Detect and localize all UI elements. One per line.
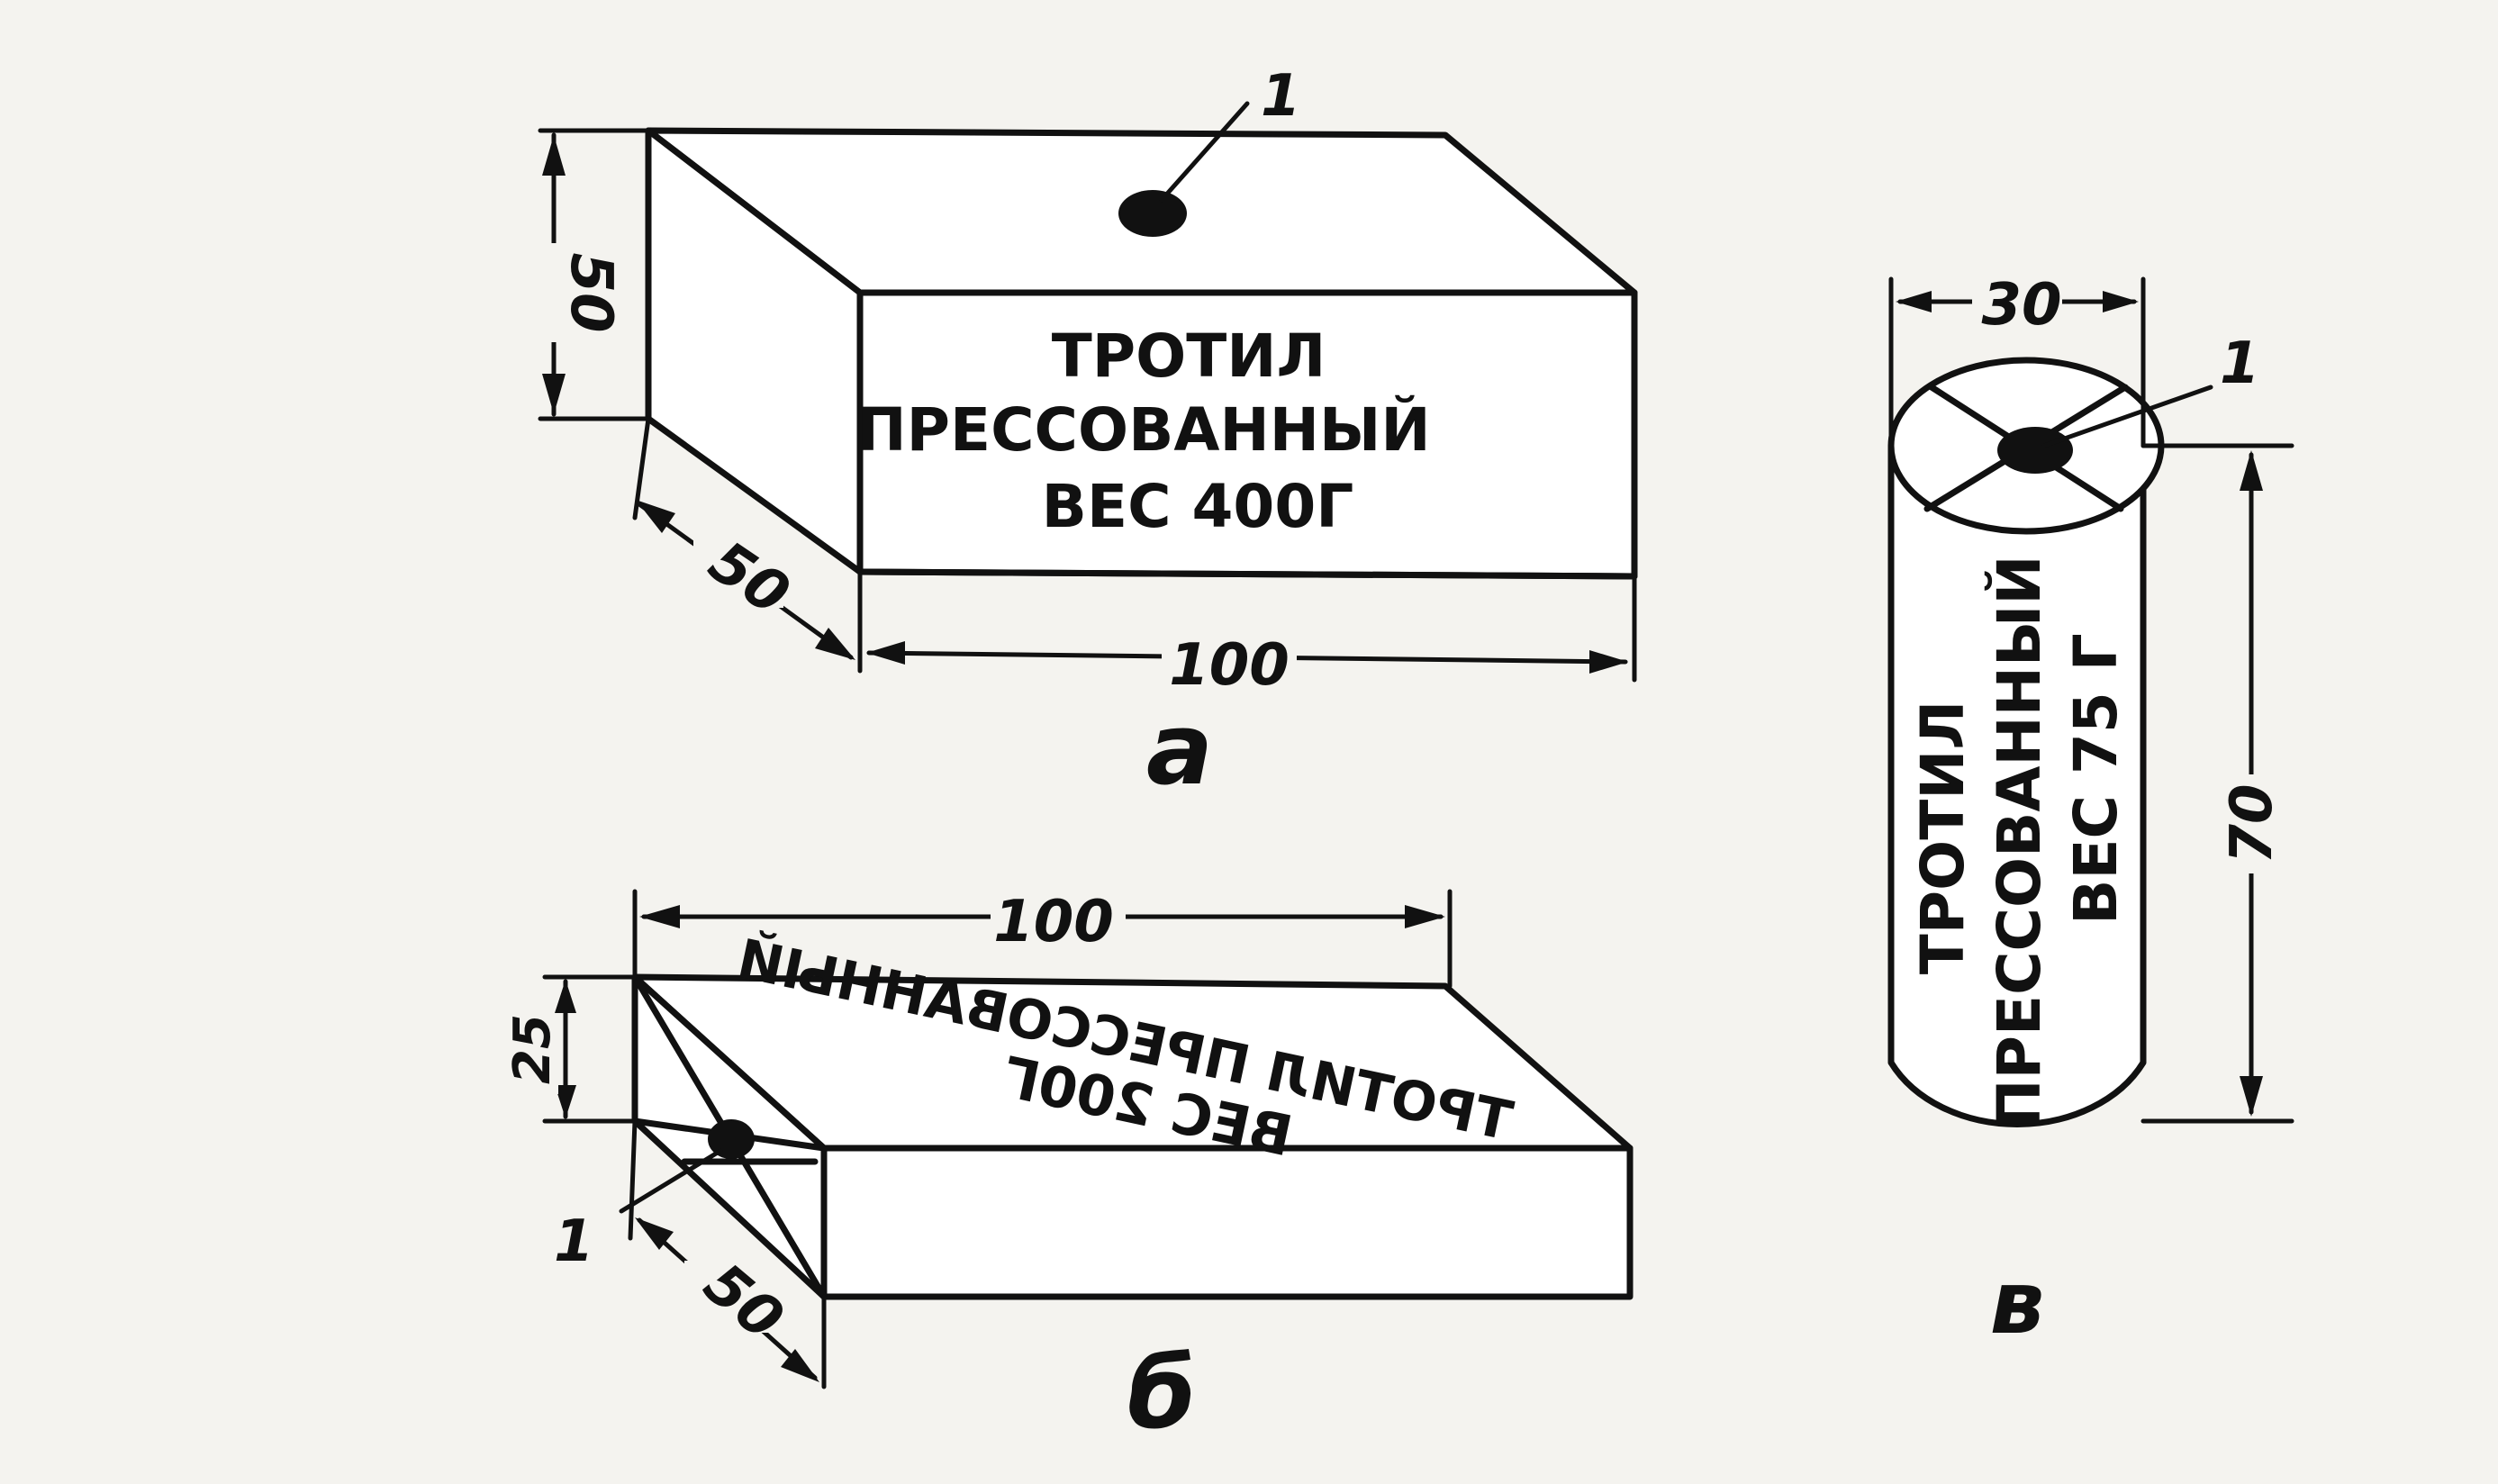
block-b-length-arrow-left <box>639 905 680 928</box>
cylinder-v-label-line1: ТРОТИЛ <box>1908 701 1978 975</box>
block-a-height-label: 50 <box>557 252 624 332</box>
cylinder-v-height-label-bg <box>2220 774 2283 873</box>
cylinder-v-callout-leader <box>2041 385 2213 448</box>
block-a-depth-arrow-right <box>815 628 855 660</box>
block-a-label-line3: ВЕС 400Г <box>1042 472 1354 541</box>
cylinder-v-caption: в <box>1990 1253 2045 1353</box>
block-b-front-face <box>820 1145 1634 1300</box>
block-a-depth-label-bg <box>693 536 783 608</box>
cylinder-v-diam-label: 30 <box>1981 272 2061 339</box>
cylinder-v-body <box>1887 442 2147 1127</box>
cylinder-v-diam-arrow-left <box>1896 291 1932 312</box>
block-a-height-label-bg <box>522 243 585 342</box>
block-a-depth-arrow-left <box>636 500 675 533</box>
block-b-callout-leader <box>619 1148 723 1214</box>
block-a-length-arrow-left <box>866 641 905 665</box>
block-b-depth-arrow-right <box>781 1349 819 1382</box>
block-b-height-arrow-bottom <box>555 1085 576 1118</box>
block-b-length-label: 100 <box>993 889 1114 955</box>
block-b-length-arrow-right <box>1405 905 1445 928</box>
block-b-depth-label-bg <box>684 1261 774 1333</box>
cylinder-v-label-line3: ВЕС 75 Г <box>2061 633 2131 925</box>
block-a-label-line2: ПРЕССОВАННЫЙ <box>856 394 1430 465</box>
cylinder-v-diam-label-bg <box>1972 261 2062 333</box>
cylinder-v-height-label: 70 <box>2219 783 2285 864</box>
cylinder-v-height-arrow-top <box>2240 450 2263 491</box>
cylinder-v: 1 ТРОТИЛ ПРЕССОВАННЫЙ ВЕС 75 Г 30 70 в <box>1887 261 2294 1353</box>
block-b-depth-arrow-left <box>635 1217 674 1250</box>
block-b-height-label-bg <box>504 1013 558 1094</box>
block-a-height-arrow-top <box>542 135 566 176</box>
block-b-height-arrow-top <box>555 980 576 1013</box>
block-a-bottom-edge-line <box>856 568 1638 580</box>
block-b-callout-number: 1 <box>554 1208 594 1275</box>
block-a-callout-leader <box>1159 101 1250 203</box>
cylinder-v-detonator-hole <box>1997 427 2073 474</box>
block-b-height-label: 25 <box>503 1014 562 1084</box>
block-a-detonator-hole <box>1118 190 1187 237</box>
block-a-length-arrow-right <box>1589 650 1628 674</box>
block-a-label-line1: ТРОТИЛ <box>1052 321 1326 391</box>
cylinder-v-callout-number: 1 <box>2220 330 2260 397</box>
block-a-height-arrow-bottom <box>542 374 566 414</box>
block-b: 1 ТРОТИЛ ПРЕССОВАННЫЙ ВЕС 200Г 100 25 50… <box>503 878 1634 1451</box>
cylinder-v-label-line2: ПРЕССОВАННЫЙ <box>1984 555 2054 1128</box>
block-a-length-label: 100 <box>1169 632 1290 699</box>
block-a: 1 ТРОТИЛ ПРЕССОВАННЫЙ ВЕС 400Г 50 50 100… <box>522 63 1638 807</box>
block-b-caption: б <box>1127 1335 1197 1451</box>
block-a-length-label-bg <box>1162 621 1297 693</box>
cylinder-v-diam-arrow-right <box>2103 291 2139 312</box>
cylinder-v-height-arrow-bottom <box>2240 1076 2263 1117</box>
block-a-caption: а <box>1146 692 1213 807</box>
block-b-length-label-bg <box>991 878 1126 950</box>
block-b-depth-ext-left <box>628 1118 638 1241</box>
block-a-callout-number: 1 <box>1261 63 1301 130</box>
